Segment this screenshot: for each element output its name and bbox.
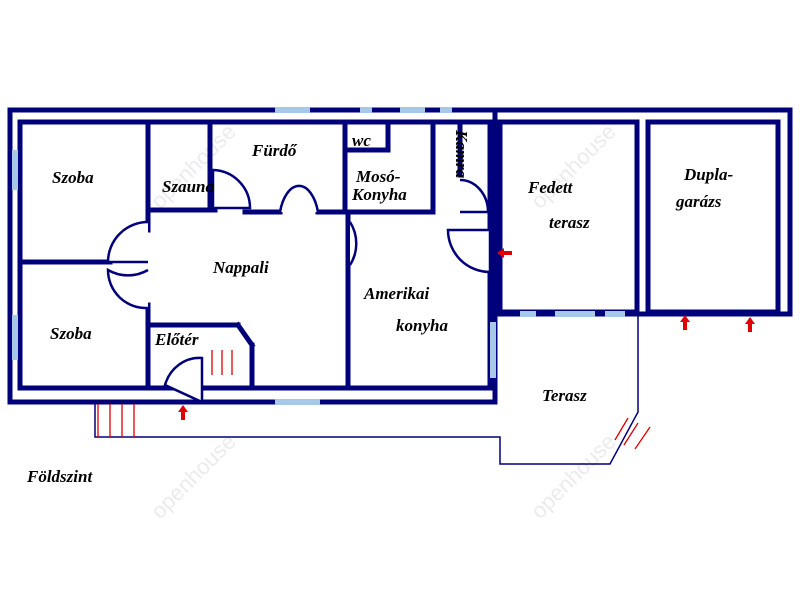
room-label-terasz: Terasz — [542, 386, 587, 405]
room-label-dupla: Dupla- — [683, 165, 733, 184]
partition-eloter-diag — [234, 321, 256, 349]
terrace-outline — [94, 314, 639, 465]
door-szoba2 — [106, 267, 149, 310]
markers — [97, 248, 755, 450]
room-label-furdo: Fürdő — [251, 141, 298, 160]
annex-outer-wall — [492, 107, 793, 317]
room-label-kamra: Kamra — [452, 129, 471, 179]
room-labels: Szoba Szoba Szauna Fürdő wc Mosó- Konyha… — [26, 129, 733, 486]
room-label-nappali: Nappali — [212, 258, 269, 277]
doors — [106, 168, 492, 404]
step-line — [623, 422, 639, 446]
door-terrace — [446, 228, 492, 274]
door-kamra — [459, 178, 490, 214]
watermark: openhouse — [526, 429, 621, 524]
door-szoba1 — [106, 220, 149, 264]
room-label-eloter: Előtér — [154, 330, 199, 349]
room-label-fedett: Fedett — [527, 178, 574, 197]
arrow-up-icon — [680, 315, 690, 330]
room-label-konyha-small: Konyha — [351, 185, 407, 204]
room-label-szoba: Szoba — [52, 168, 94, 187]
room-label-szoba: Szoba — [50, 324, 92, 343]
room-label-konyha: konyha — [396, 316, 448, 335]
room-label-garazs: garázs — [675, 192, 722, 211]
room-label-amerikai: Amerikai — [363, 284, 429, 303]
arrow-up-icon — [178, 405, 188, 420]
watermark: openhouse — [146, 429, 241, 524]
inner-outline-wall — [17, 119, 493, 391]
door-konyha — [348, 221, 358, 266]
level-label: Földszint — [26, 467, 93, 486]
arrow-left-icon — [497, 248, 512, 258]
room-label-wc: wc — [352, 131, 371, 150]
door-furdo — [278, 184, 320, 213]
windows — [12, 107, 625, 405]
watermark: openhouse — [526, 119, 621, 214]
room-label-terasz-covered: terasz — [549, 213, 590, 232]
step-line — [614, 417, 629, 441]
door-szauna — [211, 168, 252, 210]
room-label-moso: Mosó- — [355, 167, 401, 186]
arrow-up-icon — [745, 317, 755, 332]
room-label-szauna: Szauna — [162, 177, 214, 196]
step-line — [634, 426, 651, 450]
door-entrance — [163, 356, 204, 404]
garage-wall — [645, 119, 781, 315]
